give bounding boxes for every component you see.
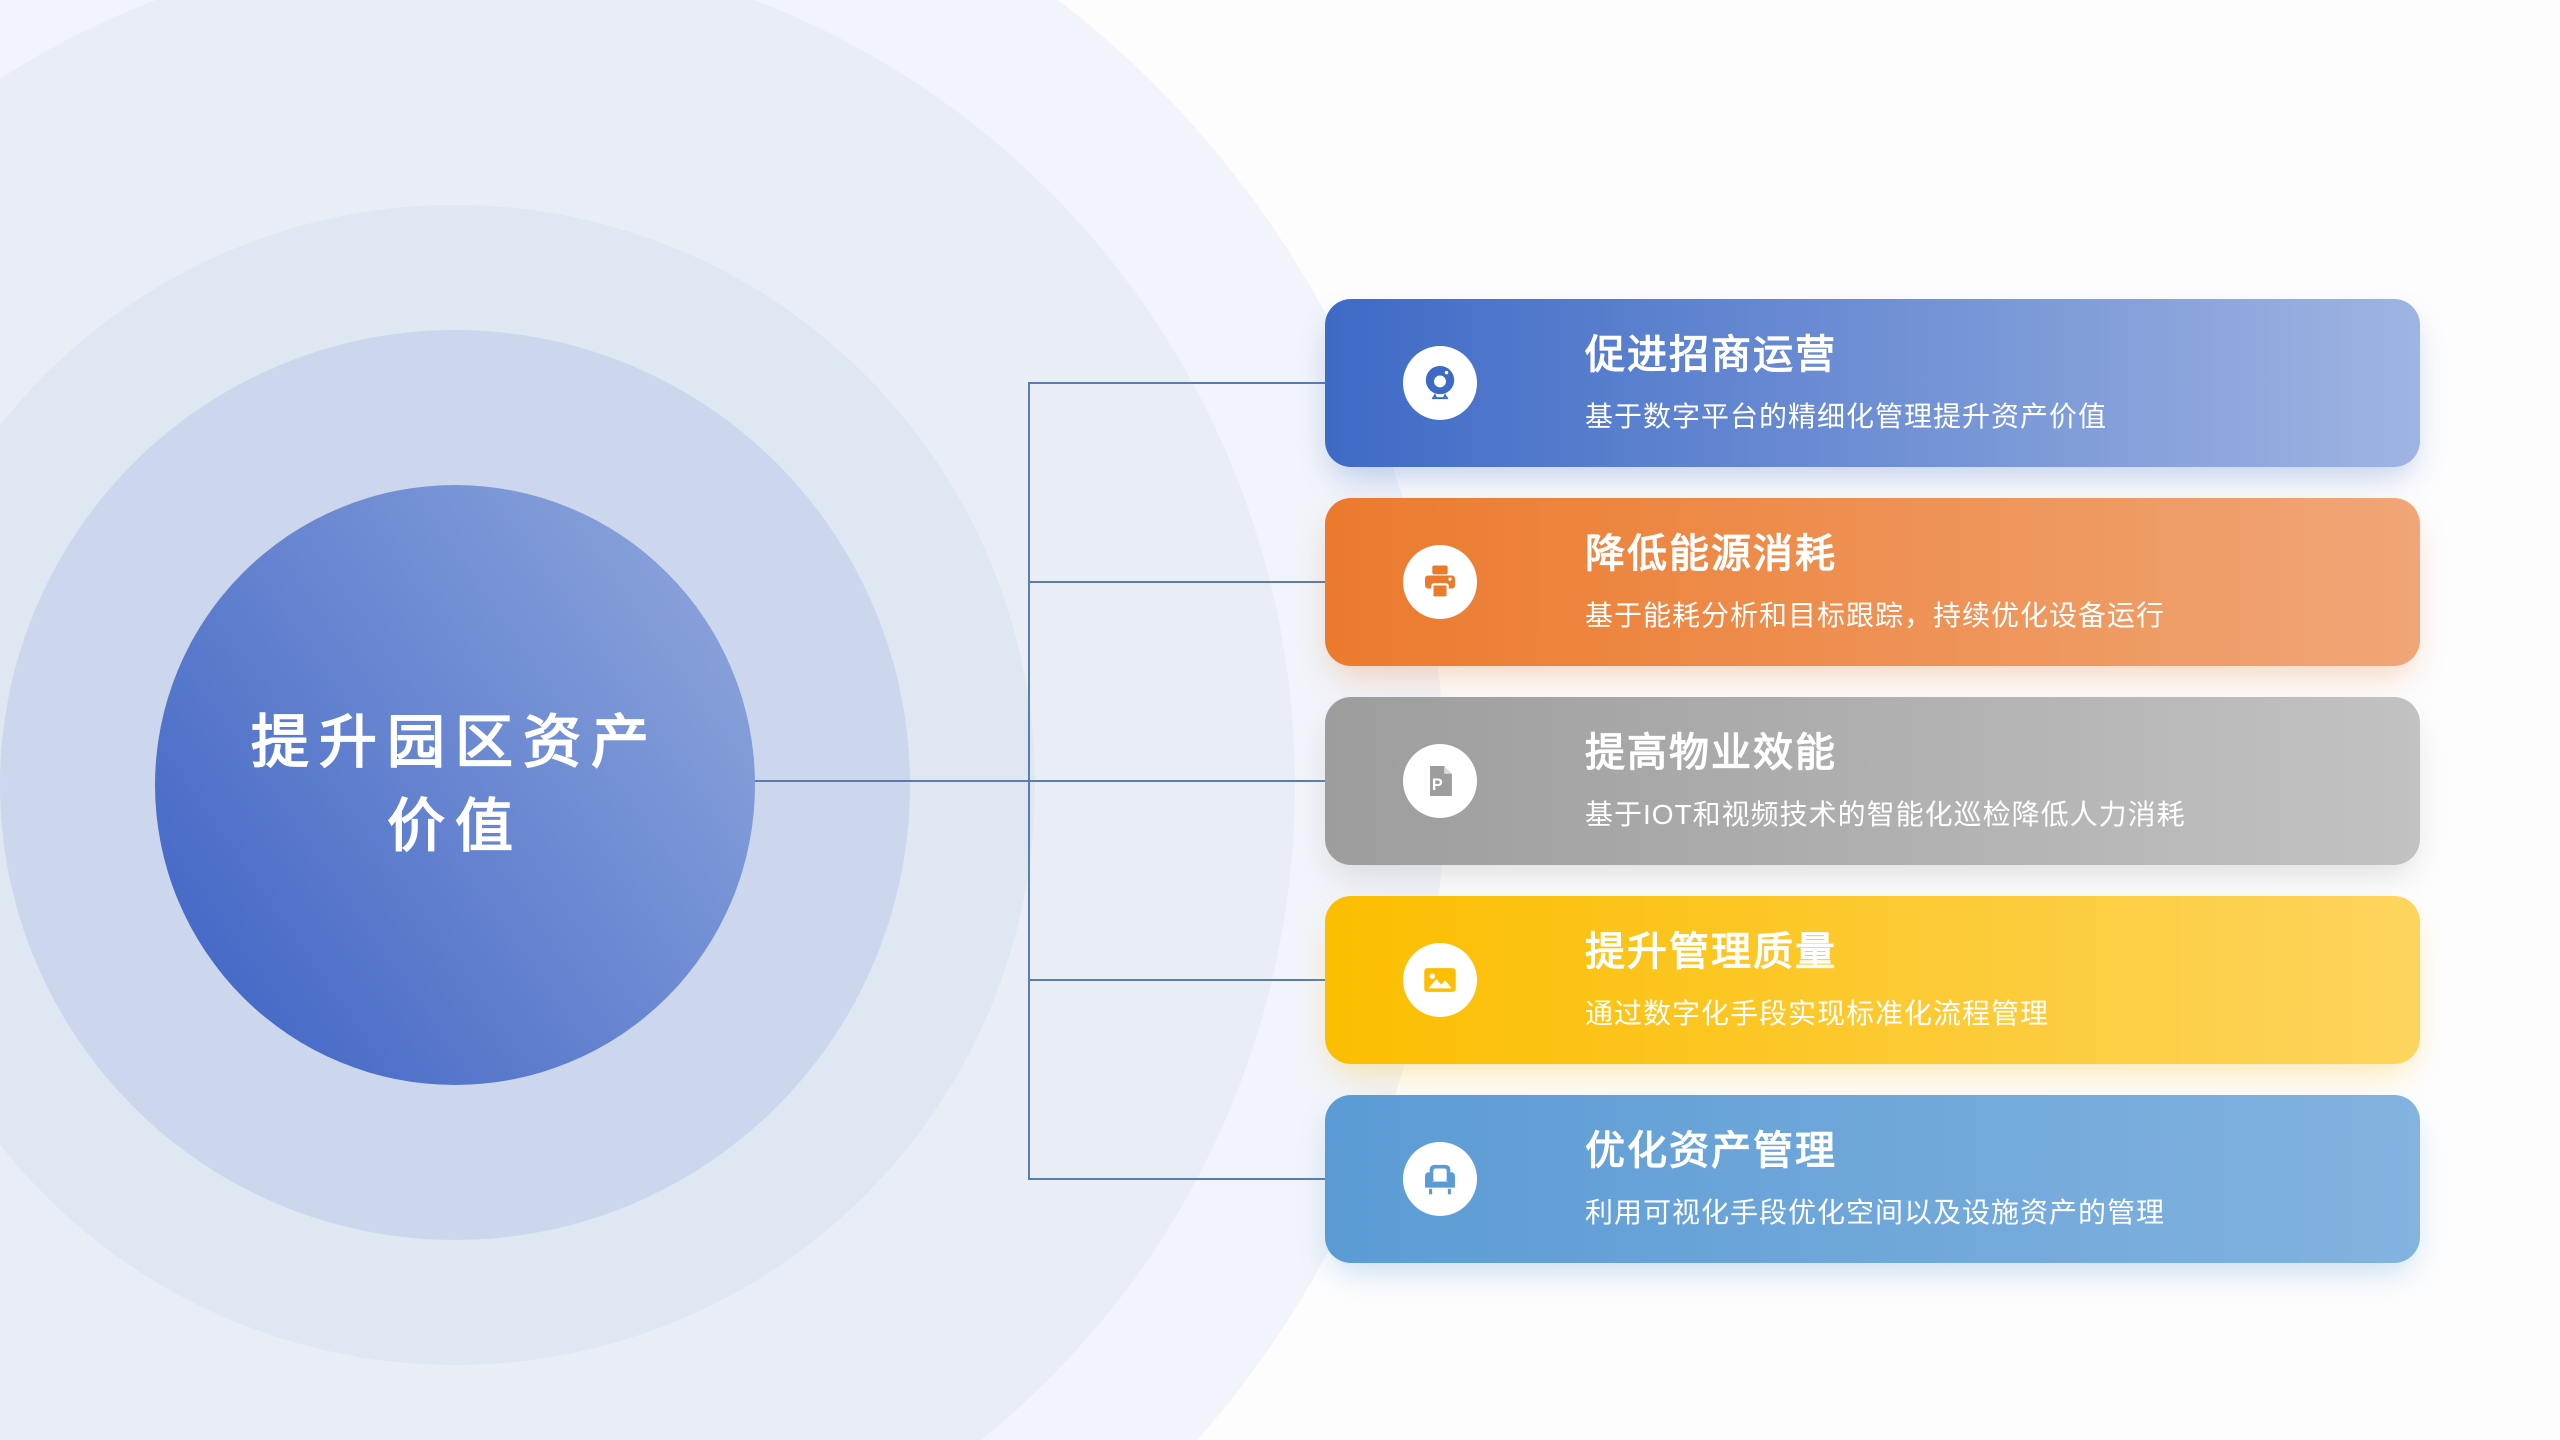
webcam-icon bbox=[1425, 365, 1455, 400]
connector-branch-4 bbox=[1028, 979, 1325, 981]
icon-badge bbox=[1403, 545, 1477, 619]
card-title: 提升管理质量 bbox=[1585, 930, 1837, 975]
icon-badge: P bbox=[1403, 744, 1477, 818]
card-title: 优化资产管理 bbox=[1585, 1129, 1837, 1174]
connector-branch-2 bbox=[1028, 581, 1325, 583]
card-desc: 基于能耗分析和目标跟踪，持续优化设备运行 bbox=[1585, 600, 2166, 632]
card-title: 提高物业效能 bbox=[1585, 731, 1837, 776]
card-desc: 利用可视化手段优化空间以及设施资产的管理 bbox=[1585, 1197, 2166, 1229]
center-title-line1: 提升园区资产 bbox=[250, 710, 659, 775]
connector-branch-1 bbox=[1028, 382, 1325, 384]
printer-icon bbox=[1425, 565, 1455, 599]
connector-line-main bbox=[740, 780, 1325, 782]
connector-line-trunk bbox=[1028, 382, 1030, 1180]
center-circle: 提升园区资产 价值 bbox=[155, 485, 755, 1085]
svg-text:P: P bbox=[1432, 776, 1443, 794]
center-title-line2: 价值 bbox=[386, 794, 523, 859]
card-optimize-asset-management: 优化资产管理 利用可视化手段优化空间以及设施资产的管理 bbox=[1325, 1095, 2420, 1263]
image-icon bbox=[1424, 968, 1456, 992]
card-improve-property-efficiency: P 提高物业效能 基于IOT和视频技术的智能化巡检降低人力消耗 bbox=[1325, 697, 2420, 865]
card-reduce-energy-consumption: 降低能源消耗 基于能耗分析和目标跟踪，持续优化设备运行 bbox=[1325, 498, 2420, 666]
card-desc: 基于数字平台的精细化管理提升资产价值 bbox=[1585, 401, 2108, 433]
icon-badge bbox=[1403, 943, 1477, 1017]
card-improve-management-quality: 提升管理质量 通过数字化手段实现标准化流程管理 bbox=[1325, 896, 2420, 1064]
card-promote-leasing-operations: 促进招商运营 基于数字平台的精细化管理提升资产价值 bbox=[1325, 299, 2420, 467]
document-p-icon: P bbox=[1430, 766, 1452, 796]
icon-badge bbox=[1403, 1142, 1477, 1216]
connector-branch-5 bbox=[1028, 1178, 1325, 1180]
card-title: 促进招商运营 bbox=[1585, 333, 1837, 378]
card-desc: 通过数字化手段实现标准化流程管理 bbox=[1585, 998, 2050, 1030]
armchair-icon bbox=[1425, 1164, 1455, 1195]
icon-badge bbox=[1403, 346, 1477, 420]
card-title: 降低能源消耗 bbox=[1585, 532, 1837, 577]
card-desc: 基于IOT和视频技术的智能化巡检降低人力消耗 bbox=[1585, 799, 2186, 831]
